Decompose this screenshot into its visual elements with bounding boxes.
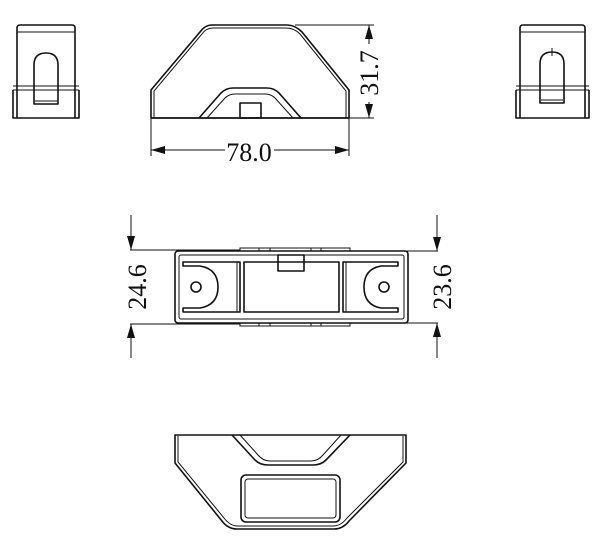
front-view [150,24,350,119]
dimension-height: 31.7 [295,24,384,119]
left-side-view [12,24,80,119]
dimension-length: 78.0 [150,118,350,167]
dim-31-7: 31.7 [355,50,384,96]
right-side-view [515,24,590,119]
dim-23-6: 23.6 [428,264,457,310]
dim-78: 78.0 [226,138,272,167]
dimension-width-left: 24.6 [123,215,240,358]
dim-24-6: 24.6 [123,264,152,310]
top-view [174,247,409,327]
bottom-view [174,434,407,530]
dimension-width-right: 23.6 [350,215,457,358]
